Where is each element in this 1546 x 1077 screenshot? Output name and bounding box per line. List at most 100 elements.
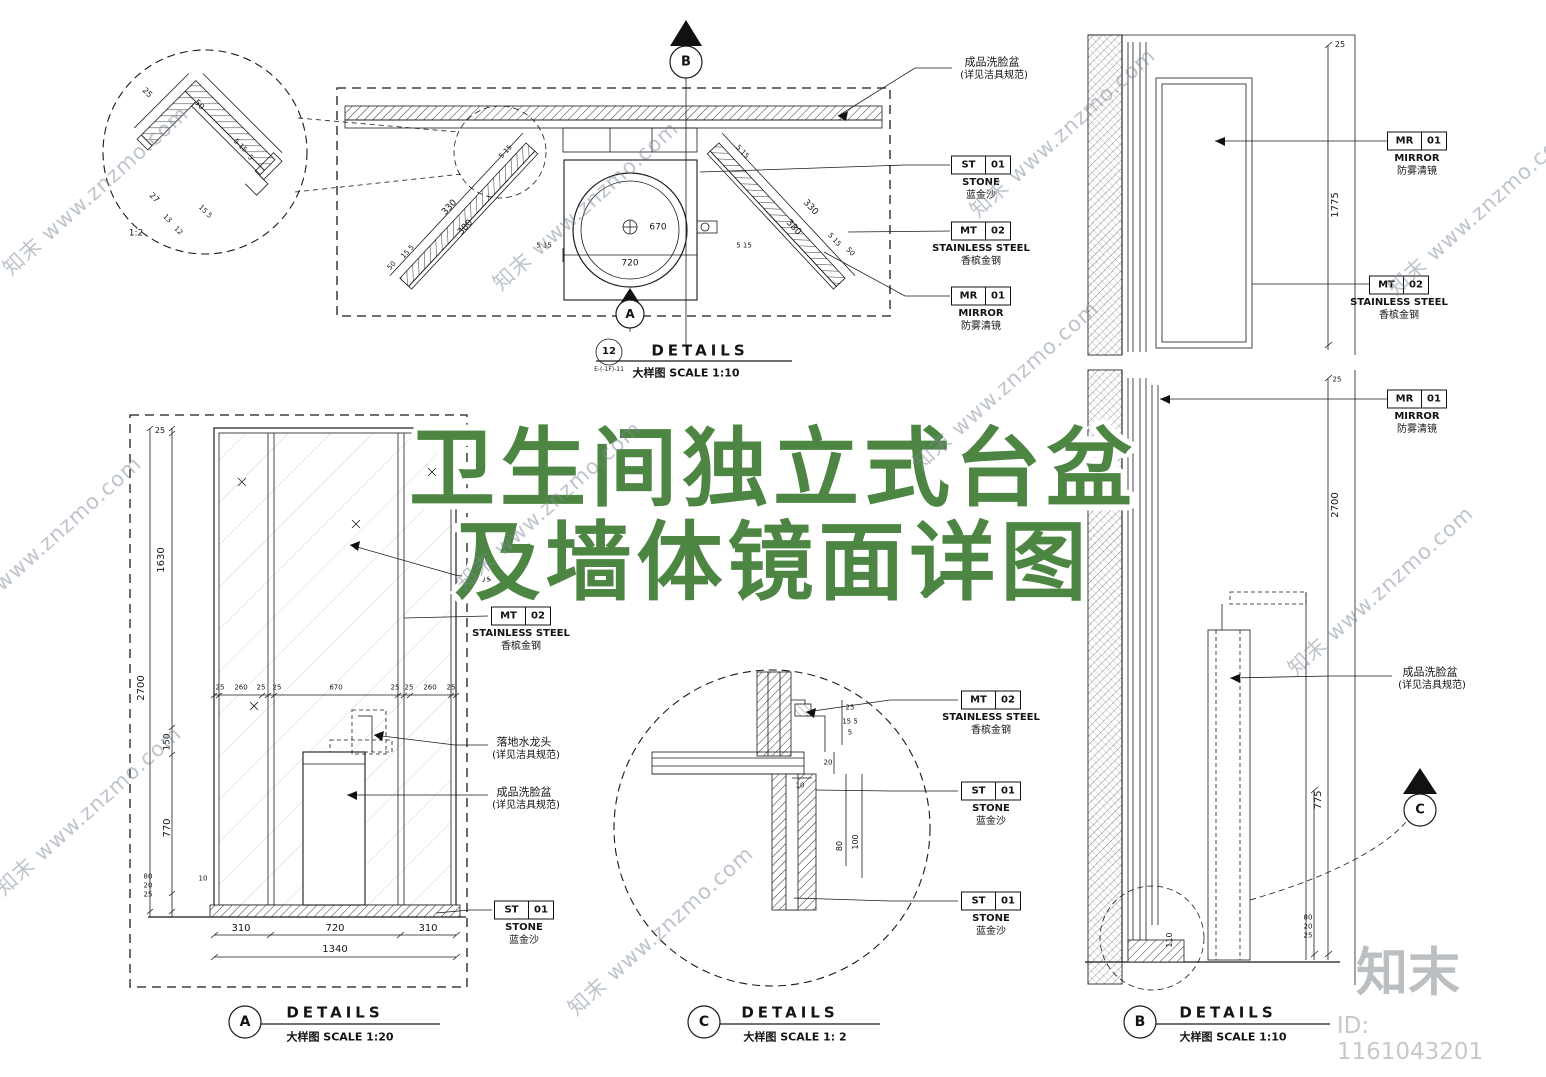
plan-view-drawing [336,20,952,366]
material-tag-steel: MT 02 [961,690,1021,710]
view-a-name: DETAILS [286,1003,384,1022]
tag-code: ST [952,156,986,174]
dim-text: 80 [835,840,844,852]
detail-c-drawing [613,669,958,1039]
tag-num: 02 [1001,694,1015,706]
tag-code: ST [495,901,529,919]
dim-text: 20 [143,881,153,890]
material-tag-mirror: MR 01 [1387,131,1447,151]
dim-text: 260 [234,683,248,692]
tag-code: MR [1388,132,1422,150]
material-cn: 防雾清镜 [1397,166,1437,177]
material-cn: 防雾清镜 [1397,424,1437,435]
dim-text: 20 [1303,922,1313,931]
dim-text: 15 5 [842,717,858,726]
basin-note-line2: (详见洁具规范) [960,70,1028,81]
basin-note-line1: 成品洗脸盆 [496,785,552,799]
dim-text: 5 15 [536,241,552,250]
section-marker-c: C [1415,802,1425,818]
material-cn: 香槟金钢 [1379,310,1419,321]
material-tag-steel: MT 02 [951,221,1011,241]
basin-note-line2: (详见洁具规范) [492,800,560,811]
dim-text: 25 [272,683,282,692]
basin-note-line2: (详见洁具规范) [1398,680,1466,691]
material-en: STONE [962,177,1000,188]
basin-note-line1: 成品洗脸盆 [964,55,1020,69]
view-a-scale: 大样图 SCALE 1:20 [286,1030,394,1044]
overlay-title-line2: 及墙体镜面详图 [454,513,1092,613]
tag-num: 02 [991,225,1005,237]
dim-text: 670 [649,222,667,233]
material-tag-mirror: MR 01 [1387,389,1447,409]
section-marker-b: B [681,54,691,70]
material-en: STAINLESS STEEL [942,712,1040,723]
dim-text: 775 [1313,790,1324,810]
antifog-note: 防雾清镜 [475,570,519,584]
dim-text: 110 [1165,932,1174,948]
material-cn: 香槟金钢 [961,256,1001,267]
corner-detail-drawing [102,49,463,255]
dim-text: 25 [845,703,855,712]
material-cn: 蓝金沙 [509,935,539,946]
dim-text: 310 [418,923,438,934]
dim-text: 25 [1332,375,1342,384]
material-en: STONE [972,913,1010,924]
dim-text: 25 [1334,40,1346,49]
elevation-a-drawing [129,414,492,1039]
dim-text: 1775 [1330,192,1341,218]
tag-num: 01 [534,904,548,916]
material-cn: 蓝金沙 [976,816,1006,827]
material-tag-mirror: MR 01 [951,286,1011,306]
material-tag-steel: MT 02 [491,606,551,626]
overlay-title-line1: 卫生间独立式台盆 [409,419,1137,519]
dim-text: 25 [256,683,266,692]
view-b-name: DETAILS [1179,1003,1277,1022]
tag-num: 01 [1001,895,1015,907]
material-tag-stone: ST 01 [961,781,1021,801]
dim-text: 25 [390,683,400,692]
material-cn: 蓝金沙 [966,190,996,201]
dim-text: 10 [198,874,208,883]
dim-text: 670 [329,683,343,692]
dim-text: 260 [423,683,437,692]
tag-num: 01 [991,290,1005,302]
material-tag-steel: MT 02 [1369,275,1429,295]
plan-title-name: DETAILS [651,341,749,360]
dim-text: 5 [847,728,853,737]
tag-code: MT [952,222,986,240]
plan-title-marker: 12 [602,346,616,357]
material-tag-stone: ST 01 [494,900,554,920]
tag-code: MT [962,691,996,709]
material-cn: 香槟金钢 [971,725,1011,736]
detail-scale-label: 1:2 [128,228,144,239]
tag-code: ST [962,782,996,800]
tag-code: MR [1388,390,1422,408]
site-logo: 知末 [1355,943,1461,1004]
dim-text: 25 [154,426,166,435]
tag-code: MT [492,607,526,625]
view-c-name: DETAILS [741,1003,839,1022]
view-c-scale: 大样图 SCALE 1: 2 [743,1030,847,1044]
dim-text: 720 [621,258,639,269]
material-tag-stone: ST 01 [961,891,1021,911]
tag-num: 01 [1427,135,1441,147]
view-b-marker: B [1134,1014,1146,1030]
faucet-note-line2: (详见洁具规范) [492,750,560,761]
image-id-text: ID: 1161043201 [1336,1013,1484,1065]
basin-note-line1: 成品洗脸盆 [1402,665,1458,679]
tag-num: 01 [991,159,1005,171]
tag-code: MT [1370,276,1404,294]
dim-text: 25 [446,683,456,692]
material-cn: 蓝金沙 [976,926,1006,937]
dim-text: 5 15 [736,241,752,250]
material-cn: 防雾清镜 [961,321,1001,332]
tag-num: 01 [1001,785,1015,797]
plan-title-submarker: E-(-1F)-11 [594,366,624,373]
material-en: STAINLESS STEEL [472,628,570,639]
view-a-marker: A [239,1014,251,1030]
material-en: MIRROR [1394,153,1440,164]
material-en: MIRROR [1394,411,1440,422]
faucet-note-line1: 落地水龙头 [496,735,552,749]
tag-num: 02 [1409,279,1423,291]
